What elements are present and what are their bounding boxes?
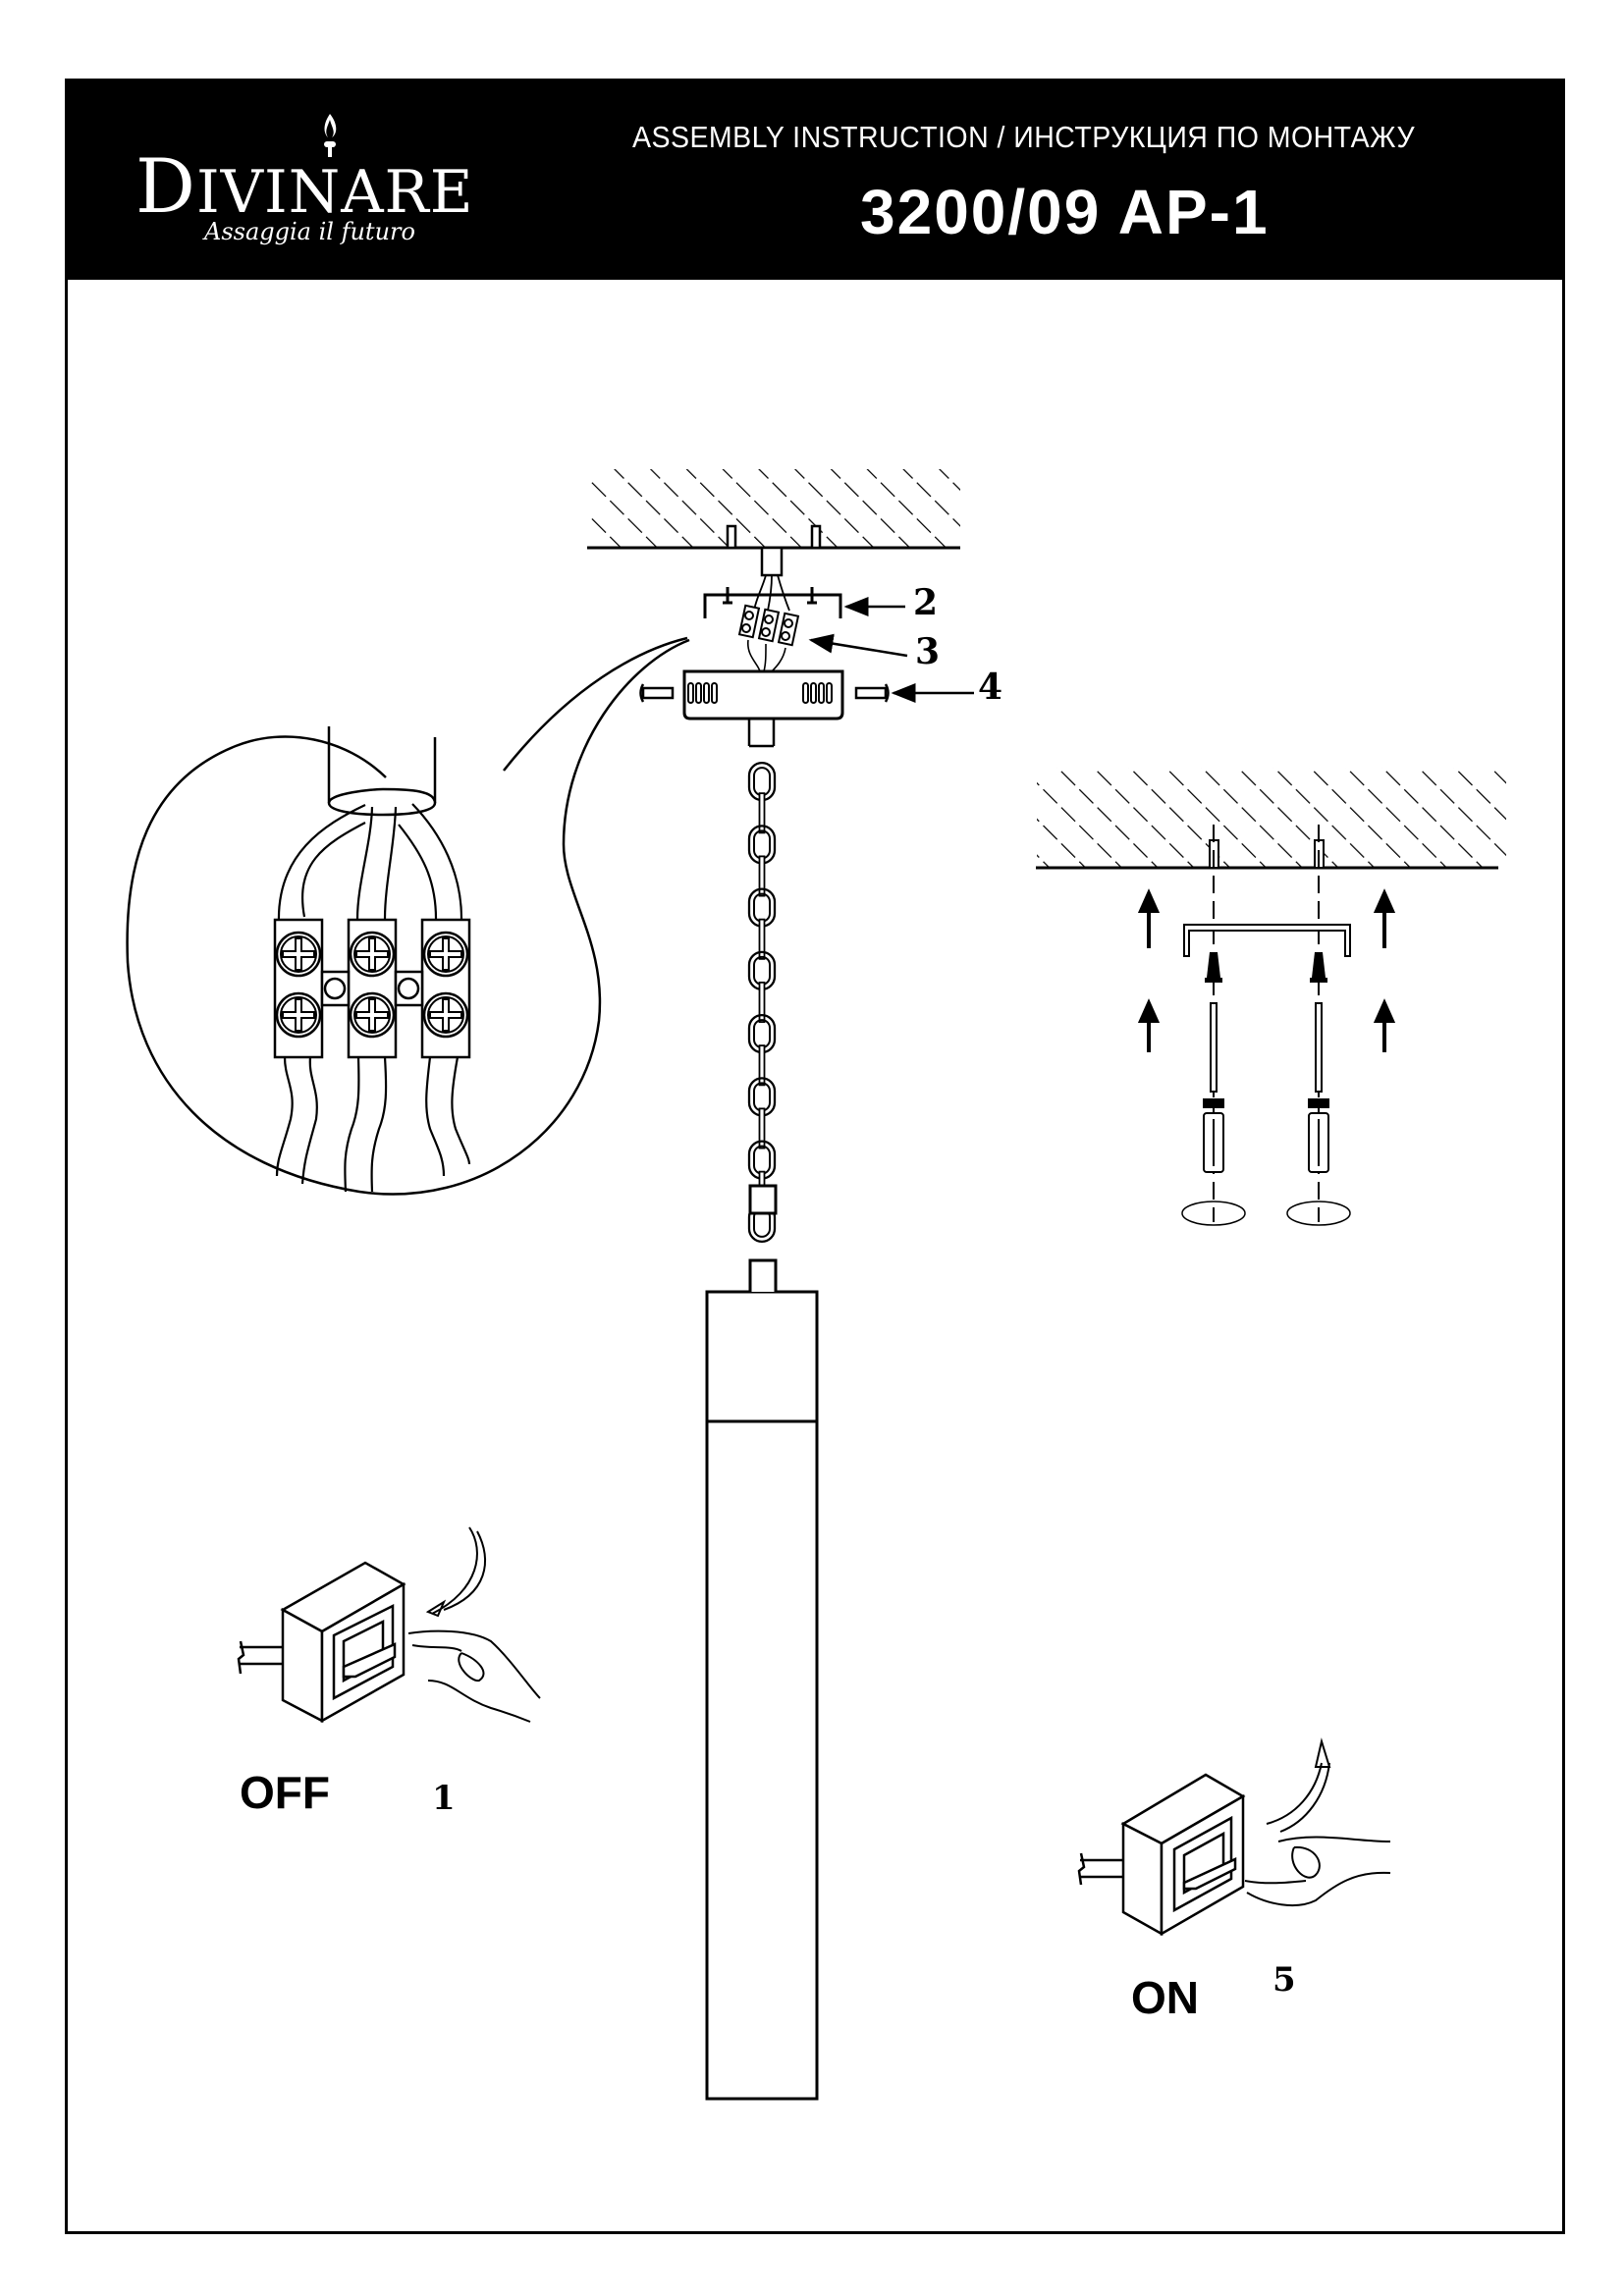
model-number: 3200/09 AP-1 [860,177,1270,247]
chain-link [747,1077,777,1149]
screw-head-icon [275,991,322,1039]
chain-link [747,950,777,1024]
callout-arrow-3 [808,633,908,658]
brand-tagline: Assaggia il futuro [204,218,415,245]
switch-on-label: ON [1131,1972,1199,2023]
chain-connector [758,981,766,1024]
brand-logo: DIVINARE Assaggia il futuro [135,112,558,259]
lamp-body [705,1184,819,2101]
mounting-bracket [703,587,842,618]
main-ceiling [587,469,960,550]
supply-cable [753,546,790,612]
header-bar: DIVINARE Assaggia il futuro ASSEMBLY INS… [65,79,1565,280]
ceiling-mount-detail [1036,768,1506,1226]
screw-head-icon [275,931,322,978]
up-arrow-left-bottom [1137,998,1161,1052]
callout-label-2: 2 [913,582,939,623]
step-number-1: 1 [432,1779,456,1818]
up-arrow-left-top [1137,888,1161,948]
screw-head-icon [349,991,396,1039]
callout-label-4: 4 [978,667,1003,708]
terminal-block-small [737,604,800,672]
switch-off-label: OFF [240,1767,330,1818]
chain-connector [758,855,766,897]
canopy-screw-left [639,683,675,703]
up-arrow-right-bottom [1373,998,1396,1052]
screw-head-icon [349,931,396,978]
canopy-screw-right [854,683,890,703]
switch-on-illustration [1077,1737,1391,1937]
chain-link [747,825,777,897]
brand-name: DIVINARE [135,142,474,230]
chain-connector [758,918,766,960]
switch-off-illustration [237,1526,541,1724]
chain-link [747,1013,777,1087]
chain-connector [758,1044,766,1087]
step-number-5: 5 [1272,1960,1296,2000]
chain-connector [758,1107,766,1149]
chain-link [747,887,777,960]
terminal-screws [275,931,469,1039]
chain-connector [758,792,766,834]
screw-head-icon [422,991,469,1039]
suspension-chain [747,761,777,1244]
screw-head-icon [422,931,469,978]
document-title: ASSEMBLY INSTRUCTION / ИНСТРУКЦИЯ ПО МОН… [632,120,1416,154]
chain-link [747,761,777,834]
callout-label-3: 3 [915,631,941,672]
wiring-detail-view [126,636,690,1196]
flame-icon [324,114,337,157]
up-arrow-right-top [1373,888,1396,948]
canopy [682,669,844,748]
